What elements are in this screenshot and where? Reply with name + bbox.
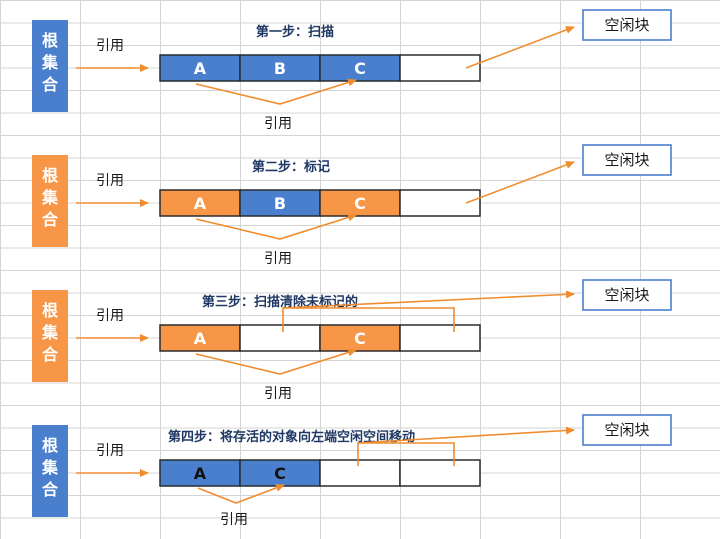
- step-title: 第二步：标记: [252, 159, 330, 175]
- free-block-arrow: [465, 161, 575, 204]
- memory-cell-label: A: [194, 194, 207, 213]
- reference-label-left: 引用: [96, 443, 124, 459]
- memory-cell-label: C: [354, 329, 366, 348]
- free-block-arrow: [282, 290, 575, 309]
- memory-cell-label: A: [194, 464, 207, 483]
- reference-label-bottom: 引用: [264, 251, 292, 267]
- memory-cell: [319, 54, 401, 82]
- memory-cell: [239, 189, 321, 217]
- root-set-box: [32, 20, 68, 112]
- step-title: 第四步：将存活的对象向左端空闲空间移动: [168, 429, 415, 445]
- memory-cell: [159, 459, 241, 487]
- reference-label-bottom: 引用: [264, 386, 292, 402]
- root-set-char: 集: [41, 458, 59, 477]
- free-block-arrow: [357, 426, 575, 444]
- memory-cell: [159, 189, 241, 217]
- free-block-arrow: [465, 26, 575, 69]
- object-reference-arrow: [195, 213, 357, 240]
- root-set-box: [32, 290, 68, 382]
- reference-label-bottom: 引用: [264, 116, 292, 132]
- free-block-box: [582, 144, 672, 176]
- memory-cell: [159, 54, 241, 82]
- reference-label-left: 引用: [96, 38, 124, 54]
- memory-cell: [399, 324, 481, 352]
- memory-cell: [239, 459, 321, 487]
- free-block-label: 空闲块: [604, 286, 649, 304]
- root-set-char: 合: [42, 75, 59, 94]
- reference-label-left: 引用: [96, 173, 124, 189]
- memory-cell-label: C: [354, 59, 366, 78]
- memory-cell-label: A: [194, 329, 207, 348]
- free-space-bracket: [282, 307, 455, 332]
- free-space-bracket: [357, 442, 455, 466]
- root-set-char: 合: [42, 210, 59, 229]
- object-reference-arrow: [195, 348, 357, 375]
- root-set-box: [32, 155, 68, 247]
- root-set-char: 合: [42, 345, 59, 364]
- free-block-label: 空闲块: [604, 421, 649, 439]
- free-block-box: [582, 279, 672, 311]
- memory-cell-label: C: [354, 194, 366, 213]
- step-title: 第一步：扫描: [256, 24, 334, 40]
- memory-cell: [239, 324, 321, 352]
- free-block-box: [582, 414, 672, 446]
- memory-cell-label: A: [194, 59, 207, 78]
- root-set-char: 根: [42, 301, 58, 320]
- root-set-char: 合: [42, 480, 59, 499]
- memory-cell-label: B: [274, 194, 286, 213]
- memory-cell: [159, 324, 241, 352]
- free-block-box: [582, 9, 672, 41]
- root-set-char: 根: [42, 166, 58, 185]
- memory-cell-label: C: [274, 464, 286, 483]
- object-reference-arrow: [197, 484, 285, 504]
- root-set-char: 集: [41, 53, 59, 72]
- root-set-char: 集: [41, 323, 59, 342]
- object-reference-arrow: [195, 78, 357, 105]
- free-block-label: 空闲块: [604, 16, 649, 34]
- root-set-char: 根: [42, 436, 58, 455]
- root-set-char: 集: [41, 188, 59, 207]
- memory-cell: [399, 459, 481, 487]
- reference-label-bottom: 引用: [220, 512, 248, 528]
- memory-cell: [239, 54, 321, 82]
- memory-cell: [319, 189, 401, 217]
- memory-cell-label: B: [274, 59, 286, 78]
- memory-cell: [319, 459, 401, 487]
- root-set-box: [32, 425, 68, 517]
- reference-label-left: 引用: [96, 308, 124, 324]
- root-set-char: 根: [42, 31, 58, 50]
- free-block-label: 空闲块: [604, 151, 649, 169]
